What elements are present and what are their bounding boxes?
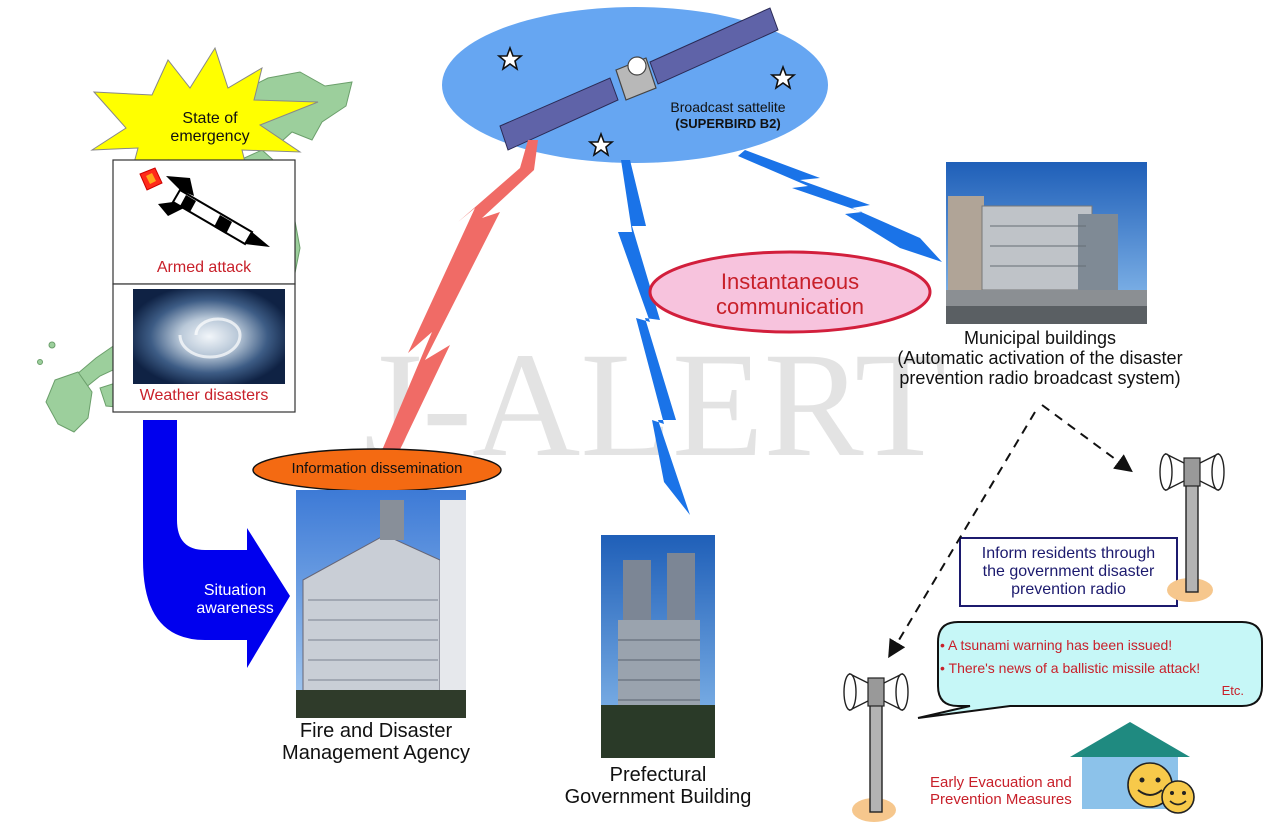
- island-dot: [48, 341, 56, 349]
- emergency-line2: emergency: [170, 127, 250, 145]
- armed-attack-label: Armed attack: [156, 259, 252, 276]
- typhoon-swirl: [178, 317, 242, 359]
- star-icon: [496, 45, 524, 71]
- downlink-bolt-prefectural: [618, 160, 690, 515]
- emergency-label: State of emergency: [160, 110, 260, 146]
- situation-line1: Situation: [203, 582, 267, 599]
- star-icons: [496, 45, 797, 157]
- info-dissemination-label: Information dissemination: [291, 460, 463, 477]
- situation-line2: awareness: [196, 599, 274, 617]
- weather-disasters-label: Weather disasters: [139, 387, 269, 404]
- evacuation-line2: Prevention Measures: [930, 790, 1072, 808]
- inform-residents-label: Inform residents through the government …: [960, 545, 1177, 599]
- municipal-building-photo: [946, 162, 1147, 324]
- situation-awareness-label: Situation awareness: [185, 582, 285, 618]
- fdma-building-photo: [296, 490, 466, 718]
- municipal-line2: (Automatic activation of the disaster: [897, 348, 1183, 369]
- instantaneous-ellipse: [648, 250, 932, 334]
- instantaneous-line2: communication: [716, 293, 864, 319]
- island-dot: [37, 359, 43, 365]
- kyushu-shape: [45, 371, 93, 433]
- star-icon: [587, 131, 615, 157]
- fdma-line2: Management Agency: [282, 742, 470, 765]
- bubble-etc: Etc.: [1221, 683, 1244, 698]
- satellite-model: (SUPERBIRD B2): [675, 115, 781, 131]
- satellite-name-label: Broadcast sattelite (SUPERBIRD B2): [638, 99, 818, 131]
- prefectural-label: Prefectural Government Building: [558, 764, 758, 809]
- satellite-icon: [499, 7, 779, 151]
- instantaneous-label: Instantaneous communication: [670, 269, 910, 319]
- left-loudspeaker: [843, 672, 909, 822]
- satellite-name: Broadcast sattelite: [670, 99, 786, 115]
- missile-icon: [139, 167, 270, 247]
- smiley-faces-icon: [1127, 762, 1195, 814]
- inform-residents-box: [959, 537, 1178, 607]
- prefectural-line2: Government Building: [564, 786, 752, 809]
- bubble-line2: • There's news of a ballistic missile at…: [940, 660, 1201, 676]
- fdma-line1: Fire and Disaster: [299, 720, 453, 742]
- municipal-label: Municipal buildings (Automatic activatio…: [860, 328, 1220, 388]
- inform-line1: Inform residents through: [981, 545, 1156, 562]
- uplink-bolt-red: [380, 140, 538, 462]
- instantaneous-line1: Instantaneous: [720, 269, 860, 294]
- municipal-line1: Municipal buildings: [963, 328, 1117, 348]
- prefectural-building-photo: [601, 535, 715, 758]
- typhoon-image: [133, 289, 285, 384]
- evacuation-line1: Early Evacuation and: [930, 774, 1072, 791]
- fdma-label: Fire and Disaster Management Agency: [256, 720, 496, 765]
- situation-flow-arrow: [143, 420, 290, 668]
- inform-line3: prevention radio: [1011, 580, 1126, 598]
- inform-line2: the government disaster: [982, 562, 1155, 580]
- dashed-arrow-to-right-speaker: [1041, 404, 1133, 473]
- bubble-line1: • A tsunami warning has been issued!: [940, 637, 1173, 653]
- prefectural-line1: Prefectural: [609, 764, 707, 786]
- star-icon: [769, 64, 797, 90]
- evacuation-label: Early Evacuation and Prevention Measures: [930, 774, 1110, 809]
- speech-bubble: [917, 621, 1263, 719]
- emergency-line1: State of: [182, 110, 238, 127]
- municipal-line3: prevention radio broadcast system): [899, 368, 1181, 389]
- right-loudspeaker: [1159, 452, 1225, 602]
- downlink-bolt-municipal: [738, 150, 942, 262]
